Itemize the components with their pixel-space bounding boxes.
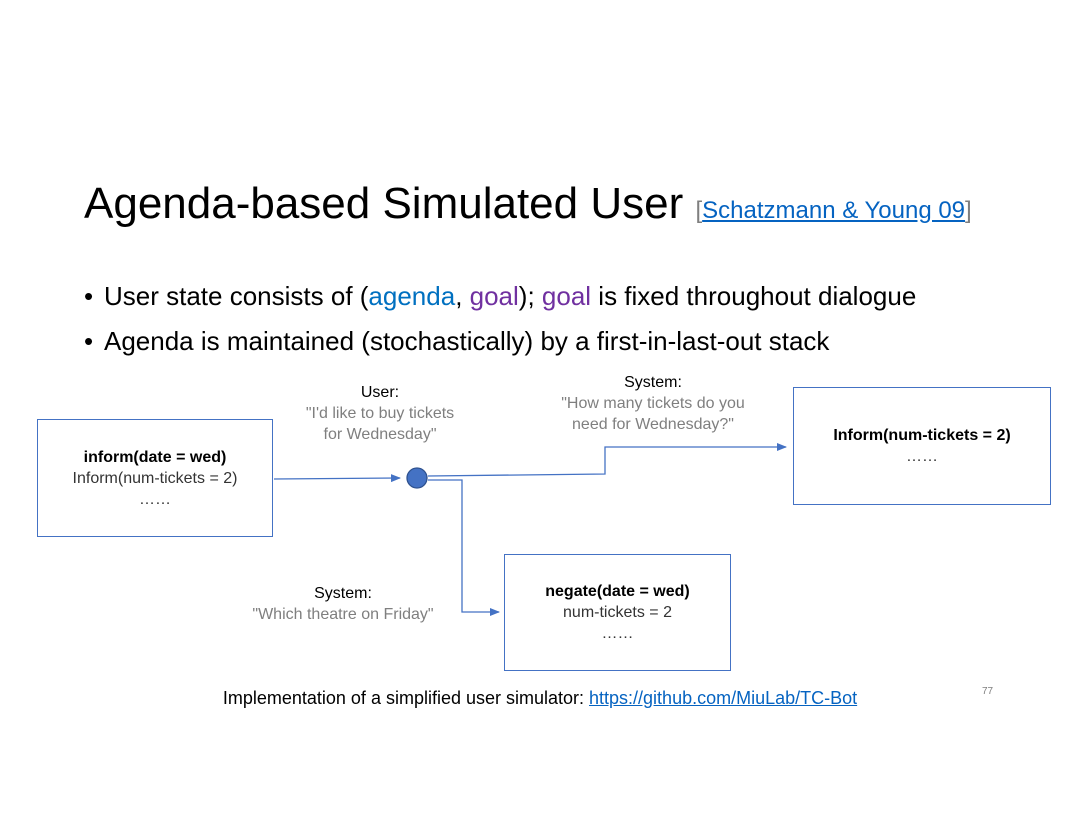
utterance-text: for Wednesday" <box>323 426 437 443</box>
goal-term: goal <box>541 281 592 311</box>
slide-title: Agenda-based Simulated User [Schatzmann … <box>84 176 972 239</box>
bullet-text: ); <box>518 281 542 311</box>
agenda-term: agenda <box>368 281 456 311</box>
speaker-label: System: <box>314 585 372 602</box>
agenda-top-action: Inform(num-tickets = 2) <box>833 427 1011 444</box>
title-text: Agenda-based Simulated User <box>84 179 684 228</box>
bullet-text: Agenda is maintained (stochastically) by… <box>104 326 830 356</box>
agenda-ellipsis: …… <box>601 625 634 642</box>
user-utterance-label: User: "I'd like to buy tickets for Wedne… <box>270 382 490 445</box>
page-number: 77 <box>982 686 994 697</box>
agenda-action: num-tickets = 2 <box>563 604 672 621</box>
system-top-utterance-label: System: "How many tickets do you need fo… <box>533 372 773 435</box>
bullet-item-agenda-stack: Agenda is maintained (stochastically) by… <box>84 323 916 368</box>
goal-term: goal <box>469 281 519 311</box>
title-citation: [Schatzmann & Young 09] <box>695 197 971 224</box>
bullet-item-user-state: User state consists of (agenda, goal); g… <box>84 278 916 323</box>
agenda-top-action: negate(date = wed) <box>545 583 690 600</box>
arrow-left-box-to-node <box>273 474 401 483</box>
system-bottom-utterance-label: System: "Which theatre on Friday" <box>223 583 463 625</box>
citation-close-bracket: ] <box>965 197 972 224</box>
left-agenda-box: inform(date = wed) Inform(num-tickets = … <box>37 419 273 537</box>
utterance-text: "How many tickets do you <box>561 395 745 412</box>
tc-bot-link[interactable]: https://github.com/MiuLab/TC-Bot <box>589 688 858 708</box>
right-agenda-box: Inform(num-tickets = 2) …… <box>793 387 1051 505</box>
utterance-text: "Which theatre on Friday" <box>252 606 434 623</box>
citation-link[interactable]: Schatzmann & Young 09 <box>702 197 966 224</box>
agenda-ellipsis: …… <box>906 448 938 465</box>
arrow-node-to-right-box <box>427 443 787 477</box>
speaker-label: System: <box>624 374 682 391</box>
arrow-node-to-bottom-box <box>428 479 500 616</box>
state-node <box>406 467 428 489</box>
utterance-text: need for Wednesday?" <box>572 416 734 433</box>
bullet-text: User state consists of ( <box>104 281 369 311</box>
bullet-list: User state consists of (agenda, goal); g… <box>84 278 916 368</box>
speaker-label: User: <box>360 384 400 401</box>
footer-text: Implementation of a simplified user simu… <box>222 688 590 708</box>
agenda-action: Inform(num-tickets = 2) <box>72 469 238 487</box>
bullet-text: , <box>455 281 470 311</box>
agenda-ellipsis: …… <box>139 490 171 508</box>
utterance-text: "I'd like to buy tickets <box>305 405 455 422</box>
citation-open-bracket: [ <box>695 197 703 224</box>
bottom-agenda-box: negate(date = wed) num-tickets = 2 …… <box>504 554 731 671</box>
footer-note: Implementation of a simplified user simu… <box>0 688 1080 709</box>
agenda-top-action: inform(date = wed) <box>83 448 227 466</box>
bullet-text: is fixed throughout dialogue <box>591 281 917 311</box>
